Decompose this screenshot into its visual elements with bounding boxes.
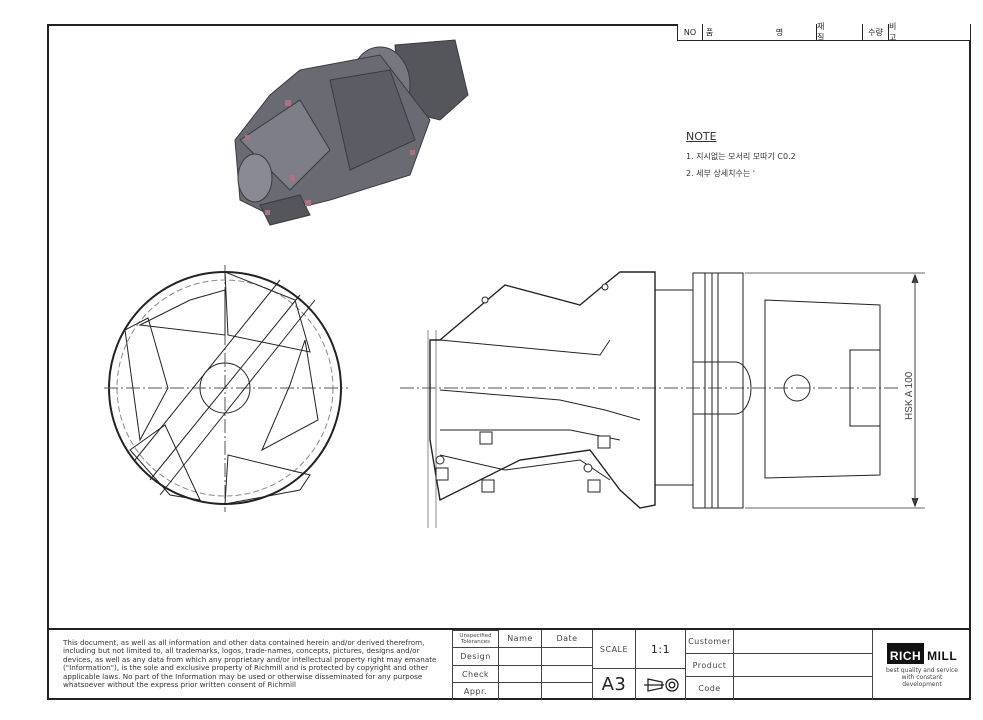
col-qty: 수량 bbox=[863, 24, 889, 40]
parts-table-header: NO 품 명 재 질 수량 비 고 bbox=[677, 22, 971, 42]
note-block: NOTE 1. 지시없는 모서리 모따기 C0.2 2. 세부 상세치수는 ' bbox=[686, 130, 796, 185]
legal-notice: This document, as well as all informatio… bbox=[63, 638, 437, 690]
code-field[interactable] bbox=[733, 676, 872, 700]
check-label: Check bbox=[452, 665, 498, 682]
technical-drawing: HSK A 100 bbox=[104, 39, 925, 528]
code-label: Code bbox=[685, 676, 733, 700]
dimension-label: HSK A 100 bbox=[904, 371, 915, 420]
design-label: Design bbox=[452, 647, 498, 665]
logo-mill: MILL bbox=[927, 648, 958, 663]
note-item: 2. 세부 상세치수는 ' bbox=[686, 169, 755, 178]
appr-name-field[interactable] bbox=[498, 682, 541, 700]
note-item: 1. 지시없는 모서리 모따기 C0.2 bbox=[686, 152, 796, 161]
tagline: best quality and service with constant d… bbox=[885, 666, 958, 688]
check-name-field[interactable] bbox=[498, 665, 541, 682]
design-name-field[interactable] bbox=[498, 647, 541, 665]
note-title: NOTE bbox=[686, 130, 717, 143]
col-remark: 비 고 bbox=[889, 22, 937, 42]
design-date-field[interactable] bbox=[541, 647, 592, 665]
front-view bbox=[104, 265, 348, 512]
company-logo: RICH MILL best quality and service with … bbox=[872, 630, 971, 700]
projection-symbol bbox=[635, 668, 685, 700]
logo-rich: RICH bbox=[886, 642, 925, 664]
col-material: 재 질 bbox=[817, 22, 863, 42]
product-label: Product bbox=[685, 653, 733, 676]
title-block: This document, as well as all informatio… bbox=[47, 628, 971, 700]
isometric-view bbox=[234, 39, 469, 226]
drawing-frame bbox=[47, 24, 971, 700]
sheet-size: A3 bbox=[592, 668, 635, 700]
scale-label: SCALE bbox=[592, 630, 635, 668]
side-view: HSK A 100 bbox=[400, 271, 925, 528]
third-angle-projection-icon bbox=[644, 677, 679, 692]
date-header: Date bbox=[541, 630, 592, 647]
appr-date-field[interactable] bbox=[541, 682, 592, 700]
appr-label: Appr. bbox=[452, 682, 498, 700]
scale-value: 1:1 bbox=[635, 630, 685, 668]
name-header: Name bbox=[498, 630, 541, 647]
check-date-field[interactable] bbox=[541, 665, 592, 682]
product-field[interactable] bbox=[733, 653, 872, 676]
col-name: 품 명 bbox=[703, 24, 817, 40]
customer-label: Customer bbox=[685, 630, 733, 653]
tolerances-label: Unspecified Tolerances bbox=[452, 630, 498, 647]
customer-field[interactable] bbox=[733, 630, 872, 653]
col-no: NO bbox=[678, 24, 703, 40]
